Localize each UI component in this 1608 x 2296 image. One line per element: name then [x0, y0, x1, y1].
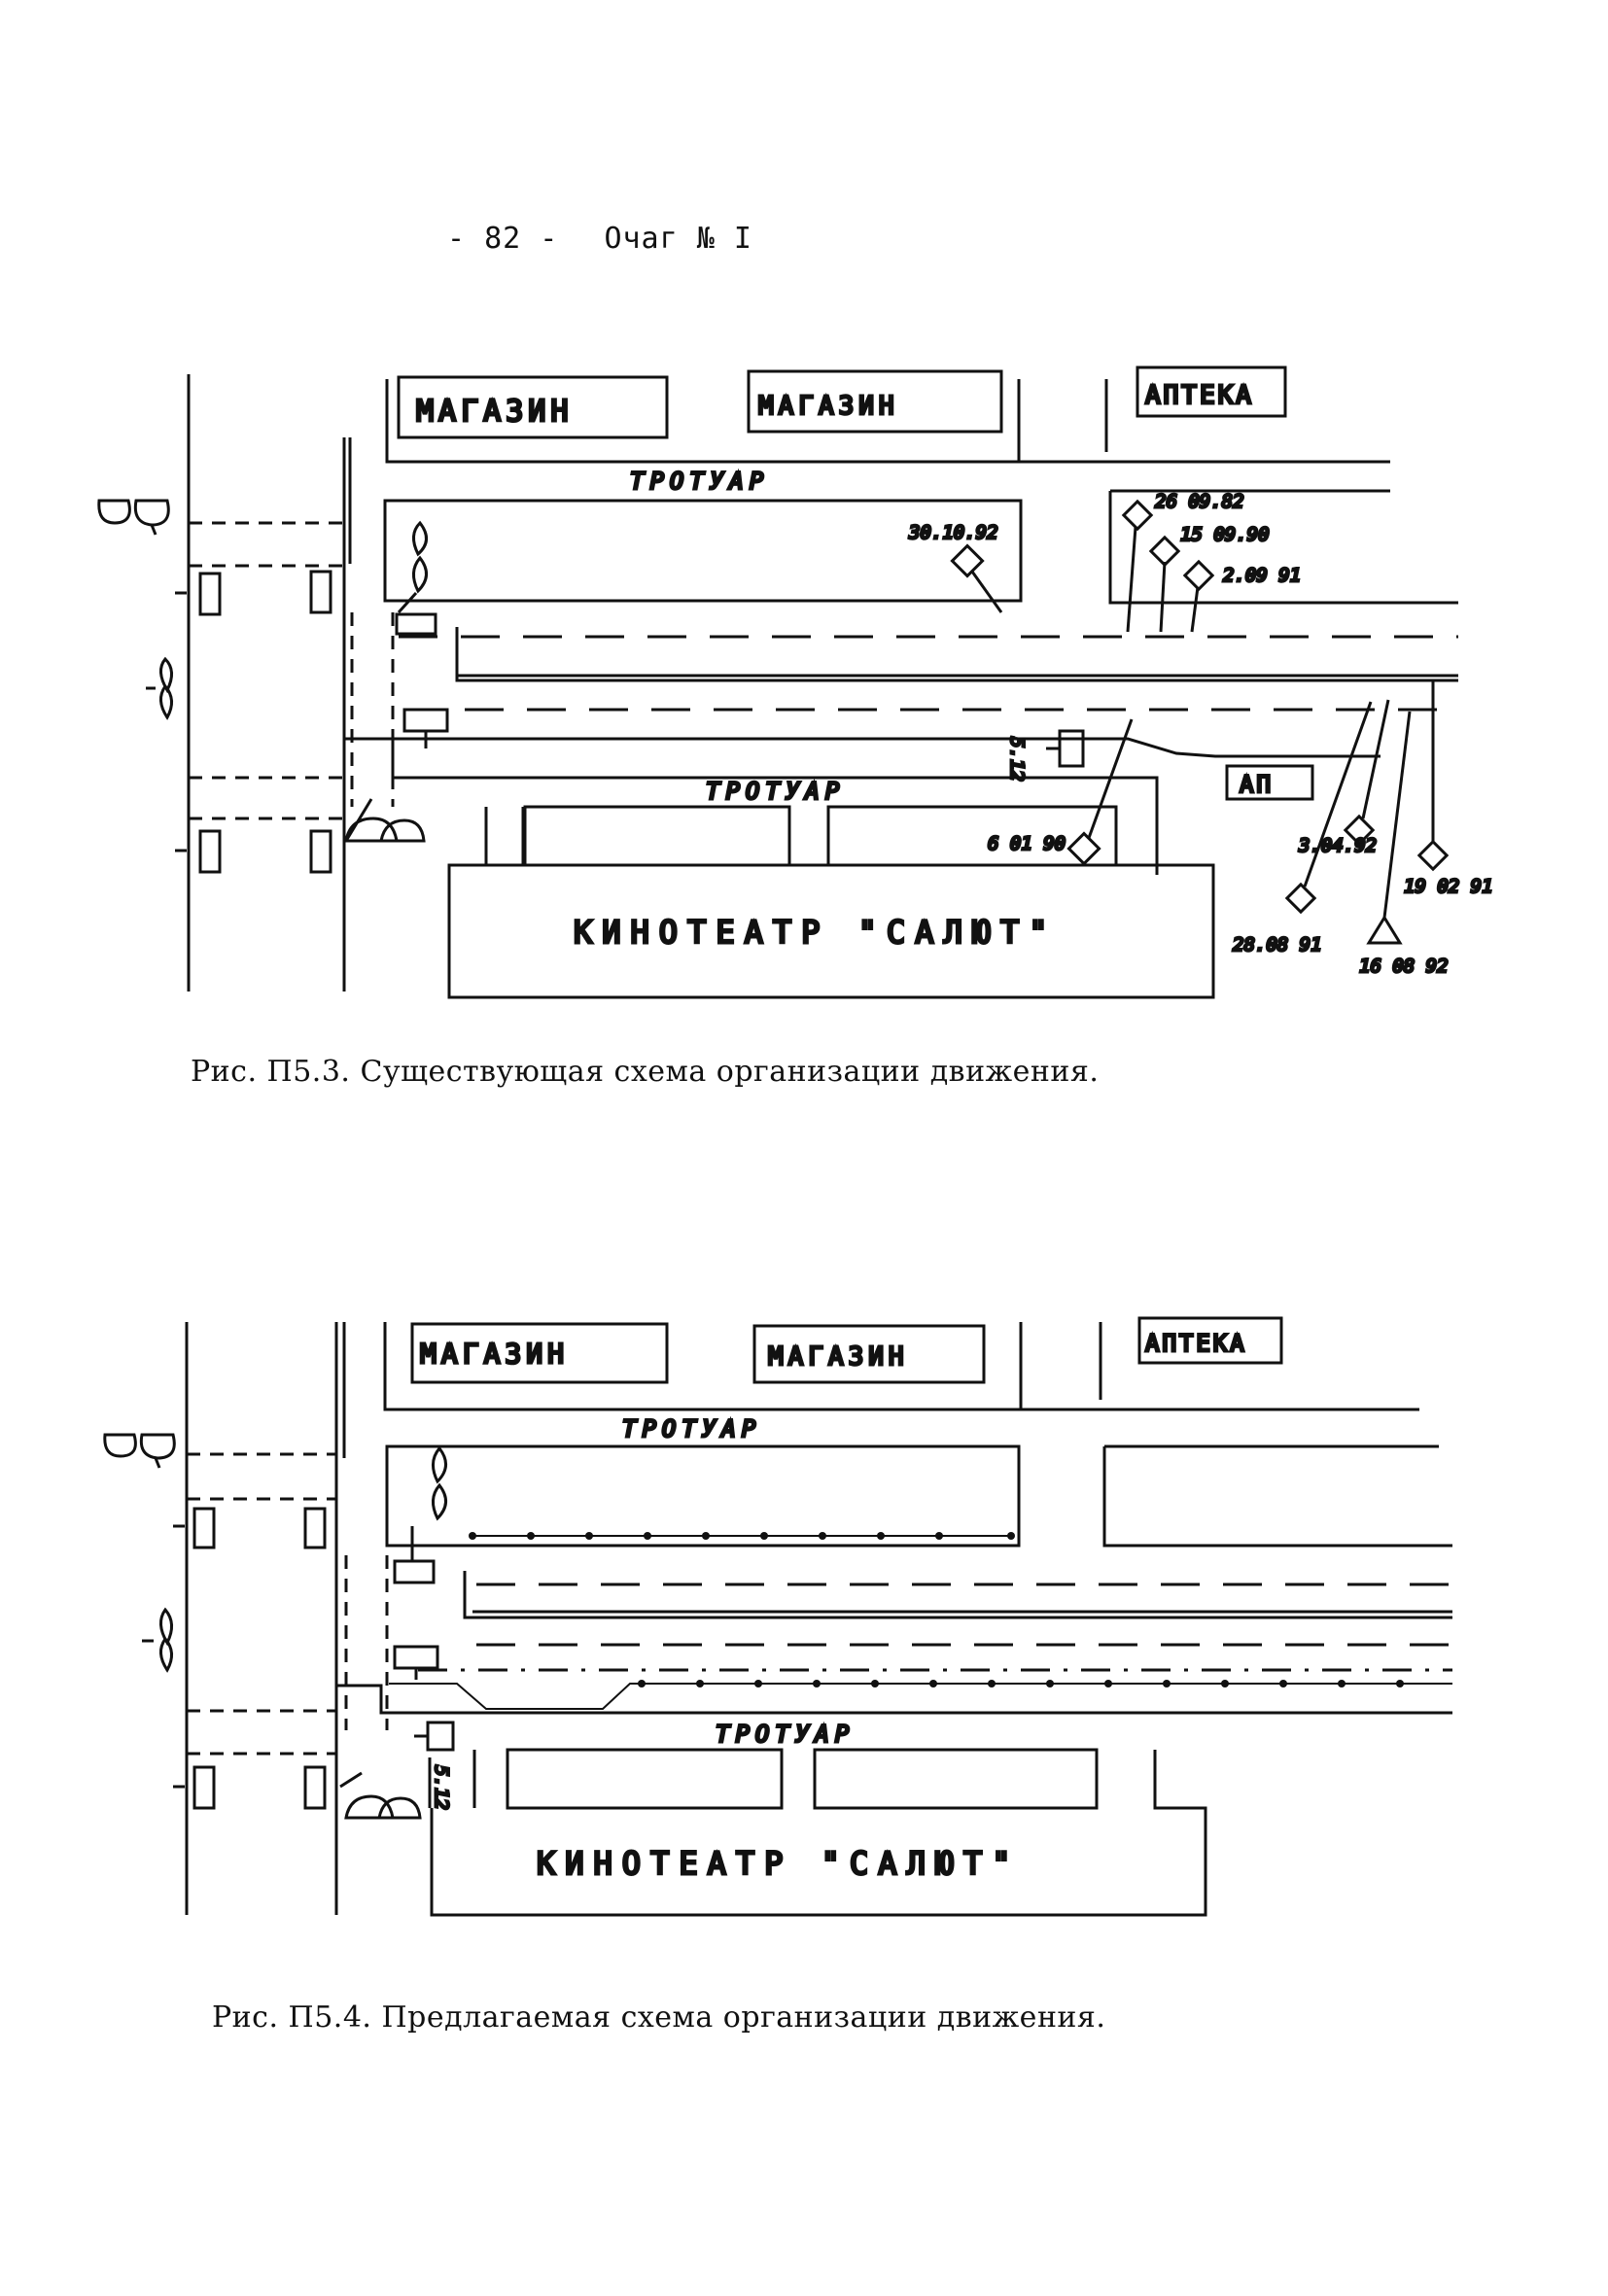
traffic-signal-icon	[146, 656, 173, 720]
accident-date: 26 09.82	[1155, 491, 1244, 512]
lower-shop-box	[506, 1748, 784, 1810]
lower-shop-box	[523, 805, 791, 867]
page-title: Очаг № I	[604, 222, 752, 256]
building-edge-top	[385, 379, 1390, 464]
gap-lines	[428, 1750, 476, 1808]
sign-5-12-icon	[414, 1721, 455, 1752]
pharmacy-label: АПТЕКА	[1145, 1330, 1247, 1357]
accident-date: 30.10.92	[908, 522, 998, 543]
traffic-signal-icon	[103, 1433, 176, 1469]
cinema-box	[430, 1750, 1207, 1917]
building-edge-top	[383, 1322, 1419, 1411]
proposed-island-edge	[389, 1683, 1452, 1710]
accident-marker-icon	[1416, 680, 1450, 872]
existing-traffic-scheme: МАГАЗИН МАГАЗИН АПТЕКА ТРОТУАР ТРОТУАР К…	[97, 365, 1494, 999]
right-block-edge	[1108, 491, 1458, 605]
accident-marker-icon	[1284, 701, 1373, 915]
sidewalk-bottom-label: ТРОТУАР	[706, 778, 845, 805]
sign-code-label: 5.12	[1006, 737, 1028, 782]
lower-shop-box	[813, 1748, 1099, 1810]
shop-2-label: МАГАЗИН	[768, 1342, 909, 1372]
pharmacy-label: АПТЕКА	[1145, 381, 1254, 410]
right-block-edge	[1102, 1446, 1452, 1548]
accident-marker-icon	[1343, 699, 1390, 847]
signal-box-icon	[393, 1645, 439, 1680]
shop-2-box	[747, 369, 1003, 434]
bus-stop-label: АП	[1240, 771, 1274, 798]
shop-1-box	[397, 375, 669, 439]
double-solid-line	[463, 1571, 1452, 1619]
sidewalk-bottom-label: ТРОТУАР	[716, 1721, 855, 1748]
traffic-signal-icon	[97, 499, 170, 536]
fence-posts	[469, 1532, 1015, 1540]
road-edge-bottom	[336, 1684, 1452, 1715]
page-number: - 82 -	[447, 222, 559, 256]
accident-date: 15 09.90	[1180, 524, 1270, 545]
figure-2-caption: Рис. П5.4. Предлагаемая схема организаци…	[212, 2000, 1106, 2035]
traffic-signal-icon	[344, 798, 426, 843]
proposed-traffic-scheme: МАГАЗИН МАГАЗИН АПТЕКА ТРОТУАР ТРОТУАР К…	[103, 1316, 1452, 1917]
accident-date: 28.08 91	[1233, 934, 1322, 956]
middle-block	[383, 499, 1023, 603]
pharmacy-box	[1136, 365, 1287, 418]
signal-box-icon	[402, 708, 449, 748]
shop-2-box	[752, 1324, 986, 1384]
cinema-label: КИНОТЕАТР "САЛЮТ"	[574, 914, 1058, 951]
lower-shop-box	[826, 805, 1118, 867]
shop-2-label: МАГАЗИН	[758, 392, 899, 421]
cinema-label: КИНОТЕАТР "САЛЮТ"	[537, 1845, 1021, 1882]
accident-date: 16 08 92	[1359, 956, 1449, 977]
sign-5-12-icon	[1046, 729, 1085, 768]
sidewalk-top-label: ТРОТУАР	[622, 1415, 761, 1443]
figure-1-caption: Рис. П5.3. Существующая схема организаци…	[191, 1055, 1100, 1089]
accident-triangle-icon	[1366, 711, 1412, 945]
accident-marker-icon	[1182, 559, 1215, 633]
double-solid-line	[455, 627, 1458, 682]
bus-stop-box	[1225, 764, 1314, 801]
page-header: - 82 - Очаг № I	[447, 222, 752, 256]
signal-box-icon	[175, 570, 332, 874]
middle-block	[385, 1444, 1021, 1548]
traffic-signal-icon	[142, 1607, 173, 1673]
pharmacy-box	[1137, 1316, 1283, 1365]
accident-date: 19 02 91	[1404, 876, 1493, 897]
sign-code-label: 5.12	[431, 1765, 452, 1810]
gap-lines	[484, 807, 525, 865]
accident-marker-icon	[950, 543, 1003, 613]
accident-date: 6 01 90	[988, 833, 1066, 854]
shop-1-label: МАГАЗИН	[416, 395, 573, 429]
fence-posts	[638, 1680, 1404, 1687]
traffic-signal-icon	[393, 1445, 447, 1584]
accident-marker-icon	[1148, 535, 1181, 633]
accident-date: 2.09 91	[1223, 565, 1301, 586]
accident-marker-icon	[1066, 718, 1134, 866]
sidewalk-top-label: ТРОТУАР	[630, 468, 769, 495]
accident-date: 3.04.92	[1298, 835, 1377, 856]
cinema-box	[447, 863, 1215, 999]
road-edge-bottom	[393, 737, 1381, 758]
lower-sidewalk-edge	[344, 737, 1159, 875]
accident-marker-icon	[1121, 499, 1154, 633]
traffic-signal-icon	[339, 1771, 422, 1820]
signal-box-icon	[173, 1507, 327, 1810]
shop-1-box	[410, 1322, 669, 1384]
traffic-signal-icon	[395, 520, 437, 636]
shop-1-label: МАГАЗИН	[420, 1338, 569, 1370]
